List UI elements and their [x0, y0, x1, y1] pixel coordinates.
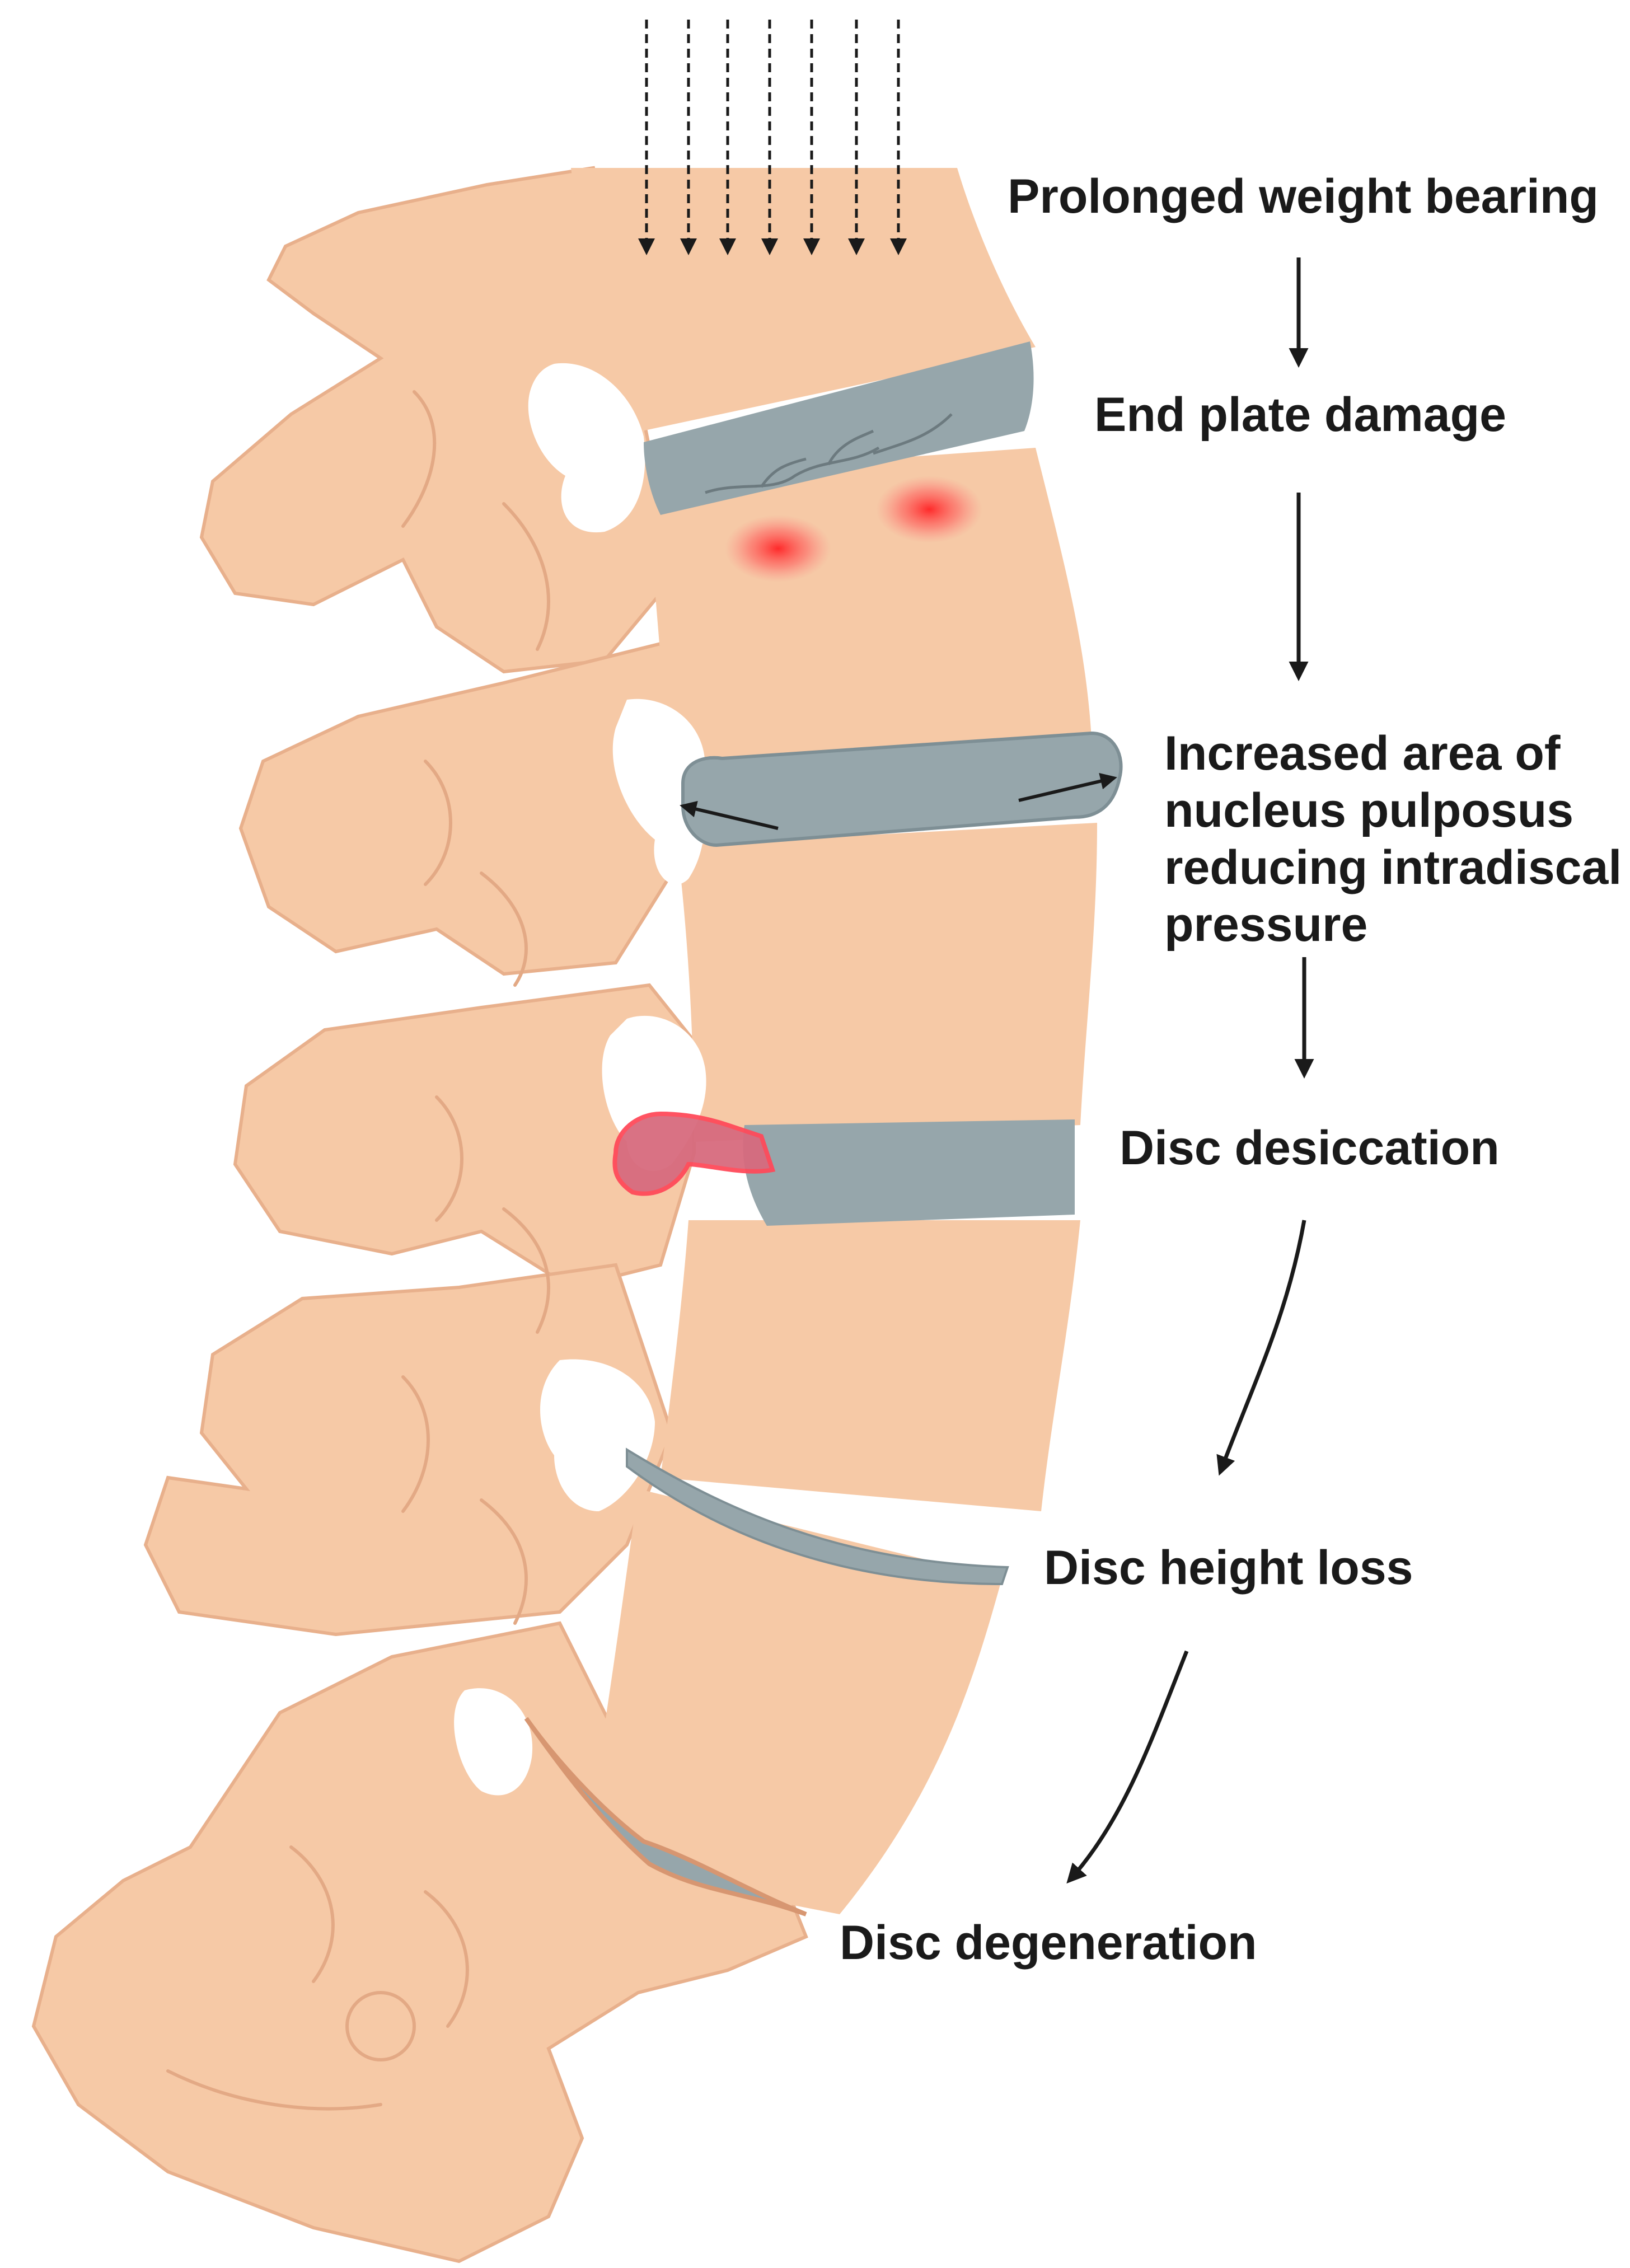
disc-5-degenerated	[524, 1717, 807, 1916]
label-disc-desiccation: Disc desiccation	[1120, 1121, 1500, 1175]
label-end-plate-damage: End plate damage	[1094, 388, 1506, 442]
label-disc-degeneration: Disc degeneration	[840, 1916, 1257, 1970]
label-increased-area-nucleus: Increased area of nucleus pulposus reduc…	[1164, 725, 1622, 953]
disc-4-thinned	[626, 1447, 1009, 1586]
label-increased-area-line-4: pressure	[1164, 898, 1368, 952]
flow-arrow-icon	[1066, 257, 1314, 1884]
label-increased-area-line-3: reducing intradiscal	[1164, 841, 1622, 894]
load-arrows-icon	[638, 20, 907, 255]
disc-3-desiccated	[612, 1111, 1075, 1226]
label-disc-height-loss: Disc height loss	[1044, 1541, 1413, 1595]
disc-1-damaged	[644, 341, 1034, 582]
facet-contours	[166, 390, 550, 2111]
disc-2-bulging	[680, 731, 1123, 847]
label-increased-area-line-1: Increased area of	[1164, 727, 1561, 780]
vertebral-bodies	[571, 168, 1097, 1914]
label-increased-area-line-2: nucleus pulposus	[1164, 784, 1574, 837]
label-prolonged-weight-bearing: Prolonged weight bearing	[1008, 170, 1599, 223]
